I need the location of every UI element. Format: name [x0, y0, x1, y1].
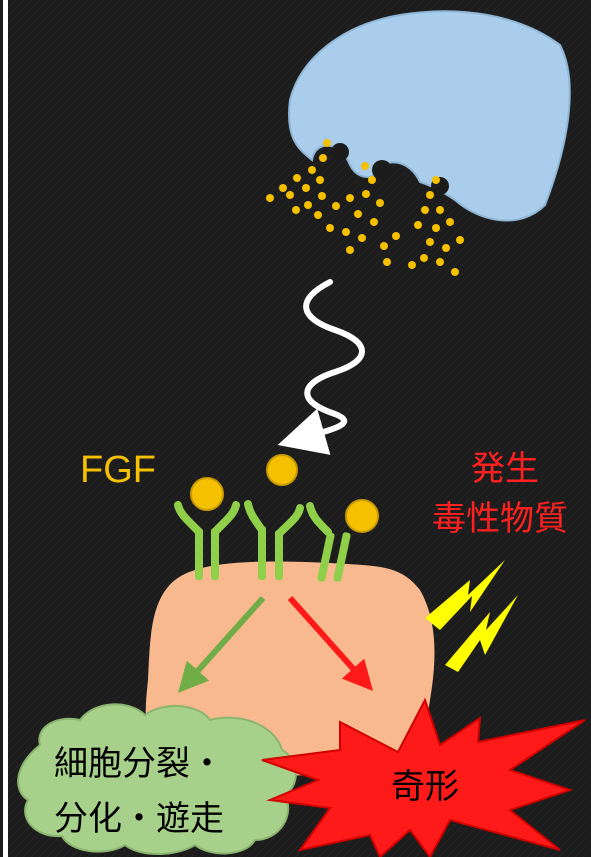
toxic-label-line1: 発生	[471, 449, 539, 489]
proliferation-label-line2: 分化・遊走	[54, 799, 224, 839]
proliferation-label-line1: 細胞分裂・	[54, 744, 224, 784]
toxic-label-line2: 毒性物質	[432, 499, 568, 539]
free-fgf-ligand	[267, 455, 297, 485]
bound-fgf-ligand	[346, 500, 378, 532]
left-border	[3, 0, 8, 857]
malformation-label: 奇形	[391, 767, 459, 807]
fgf-label: FGF	[80, 449, 156, 491]
bound-fgf-ligand	[191, 478, 223, 510]
